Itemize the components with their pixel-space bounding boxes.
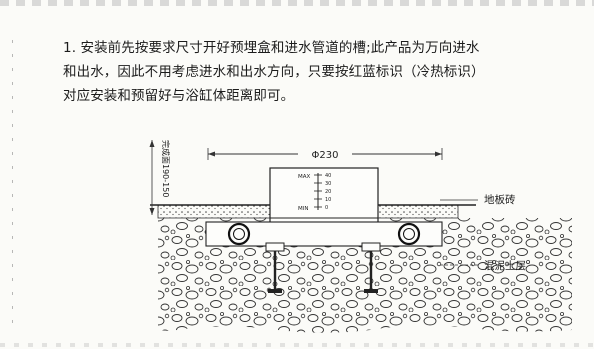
scan-edge-bottom bbox=[0, 343, 594, 347]
instruction-line-2: 和出水，因此不用考虑进水和出水方向，只要按红蓝标识（冷热标识） bbox=[63, 64, 485, 80]
instruction-paragraph: 1. 安装前先按要求尺寸开好预埋盒和进水管道的槽;此产品为万向进水 和出水，因此… bbox=[63, 36, 563, 108]
inlet-pipe-right-icon bbox=[397, 222, 421, 246]
pipe-fitting-right bbox=[361, 242, 381, 252]
level-scale-40: 40 bbox=[325, 173, 331, 179]
bolt-nut-left bbox=[268, 289, 282, 293]
width-dimension-label: Φ230 bbox=[312, 150, 339, 161]
level-max-label: MAX bbox=[298, 174, 311, 180]
level-scale-20: 20 bbox=[325, 189, 331, 195]
instruction-line-3: 对应安装和预留好与浴缸体距离即可。 bbox=[63, 88, 295, 104]
level-scale-30: 30 bbox=[325, 181, 331, 187]
concrete-gravel-fill bbox=[158, 218, 572, 333]
floor-tile-label: 地板砖 bbox=[484, 193, 516, 206]
water-pipe-body bbox=[205, 221, 443, 247]
height-dim-arrow-top-icon bbox=[149, 140, 155, 147]
floor-tile-left bbox=[157, 204, 271, 219]
pipe-fitting-left bbox=[265, 242, 285, 252]
level-scale-10: 10 bbox=[325, 197, 331, 203]
instruction-line-1: 1. 安装前先按要求尺寸开好预埋盒和进水管道的槽;此产品为万向进水 bbox=[63, 40, 480, 56]
inlet-pipe-right-inner-icon bbox=[403, 228, 415, 240]
width-dim-arrow-left-icon bbox=[208, 151, 215, 157]
inlet-pipe-left-icon bbox=[227, 222, 251, 246]
concrete-layer-label: 混泥土层 bbox=[484, 259, 526, 272]
scan-edge-top bbox=[0, 0, 594, 6]
height-dimension-label: 完成面190-150 bbox=[161, 140, 171, 197]
width-dim-arrow-right-icon bbox=[435, 151, 442, 157]
bolt-nut-right bbox=[364, 289, 378, 293]
scan-edge-left bbox=[12, 40, 13, 330]
level-min-label: MIN bbox=[298, 206, 308, 212]
height-dim-arrow-bottom-icon bbox=[149, 208, 155, 215]
embedded-box bbox=[269, 167, 379, 229]
floor-tile-right bbox=[377, 204, 459, 219]
inlet-pipe-left-inner-icon bbox=[233, 228, 245, 240]
level-scale-0: 0 bbox=[325, 205, 328, 211]
